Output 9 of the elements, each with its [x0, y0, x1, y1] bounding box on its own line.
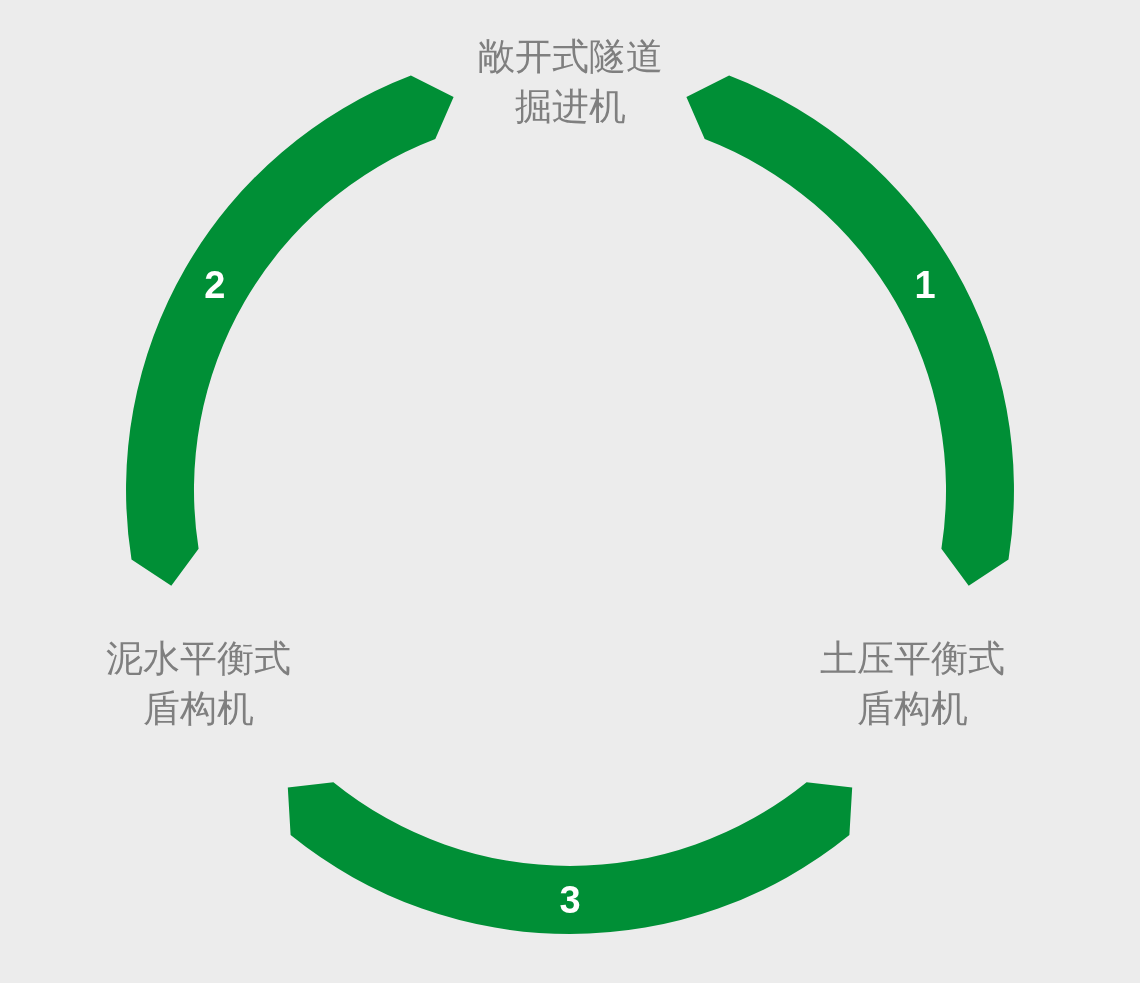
machine-label: 泥水平衡式盾构机: [104, 636, 292, 732]
step-number: 1: [914, 266, 936, 304]
machine-label: 土压平衡式盾构机: [818, 636, 1006, 732]
step-number: 3: [559, 881, 581, 919]
machine-label: 敞开式隧道掘进机: [476, 34, 664, 130]
curved-arrow: [287, 782, 853, 934]
curved-arrow: [686, 75, 1014, 586]
curved-arrow: [126, 75, 454, 586]
step-number: 2: [204, 266, 226, 304]
